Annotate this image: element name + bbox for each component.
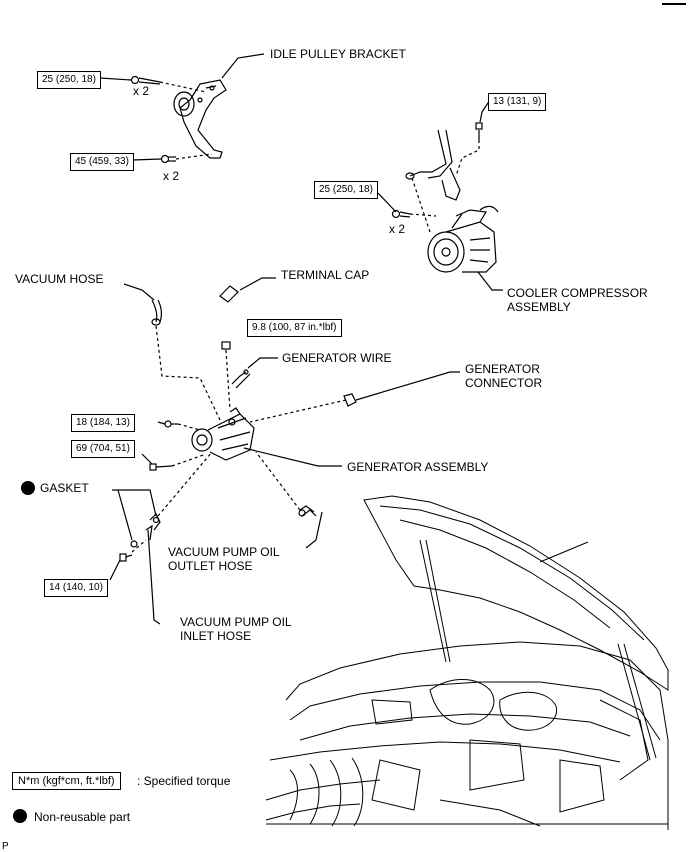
generator-wire-part bbox=[231, 369, 251, 389]
torque-box: 14 (140, 10) bbox=[44, 579, 108, 597]
label-generator-assembly: GENERATOR ASSEMBLY bbox=[347, 460, 489, 474]
quantity-label: x 2 bbox=[163, 169, 180, 183]
generator-connector-part bbox=[343, 393, 357, 407]
compressor-upper-bolt bbox=[475, 122, 483, 140]
oil-outlet-hose-part bbox=[298, 505, 317, 517]
generator-assembly-part bbox=[191, 407, 255, 461]
label-generator-connector: GENERATOR CONNECTOR bbox=[465, 362, 543, 390]
compressor-hoses bbox=[405, 129, 461, 201]
label-cooler-compressor: COOLER COMPRESSOR ASSEMBLY bbox=[507, 286, 648, 314]
label-vacuum-hose: VACUUM HOSE bbox=[15, 272, 104, 286]
quantity-label: x 2 bbox=[389, 222, 406, 236]
torque-box: 45 (459, 33) bbox=[70, 153, 134, 171]
generator-bolt-69 bbox=[149, 463, 173, 471]
vacuum-hose-part bbox=[151, 299, 162, 326]
label-gasket: GASKET bbox=[40, 481, 89, 495]
label-terminal-cap: TERMINAL CAP bbox=[281, 268, 370, 282]
terminal-nut bbox=[221, 341, 231, 350]
torque-box: 18 (184, 13) bbox=[71, 414, 135, 432]
idle-pulley-bracket-part bbox=[173, 79, 227, 159]
legend-unit-box: N*m (kgf*cm, ft.*lbf) bbox=[12, 772, 121, 790]
vehicle-engine-bay bbox=[265, 495, 669, 830]
torque-box: 69 (704, 51) bbox=[71, 440, 135, 458]
inlet-union-bolt bbox=[119, 553, 133, 562]
figure-code: P bbox=[2, 841, 9, 852]
torque-box: 25 (250, 18) bbox=[37, 71, 101, 89]
oil-inlet-hose-part bbox=[145, 512, 161, 541]
torque-box: 25 (250, 18) bbox=[314, 181, 378, 199]
torque-box: 9.8 (100, 87 in.*lbf) bbox=[247, 319, 342, 337]
compressor-bolt bbox=[391, 209, 411, 219]
torque-box: 13 (131, 9) bbox=[488, 93, 547, 111]
quantity-label: x 2 bbox=[133, 84, 150, 98]
non-reusable-dot-icon bbox=[21, 481, 35, 495]
legend-unit-text: : Specified torque bbox=[137, 774, 231, 788]
label-idle-pulley-bracket: IDLE PULLEY BRACKET bbox=[270, 47, 406, 61]
label-generator-wire: GENERATOR WIRE bbox=[282, 351, 392, 365]
gasket-part bbox=[130, 540, 138, 548]
legend-non-reusable: Non-reusable part bbox=[34, 810, 131, 824]
bracket-bolt-upper bbox=[130, 75, 161, 85]
label-vacuum-pump-oil-outlet-hose: VACUUM PUMP OIL OUTLET HOSE bbox=[168, 545, 280, 573]
cooler-compressor-part bbox=[427, 205, 499, 273]
bracket-bolt-lower bbox=[160, 154, 176, 164]
terminal-cap-part bbox=[219, 285, 239, 303]
label-vacuum-pump-oil-inlet-hose: VACUUM PUMP OIL INLET HOSE bbox=[180, 615, 292, 643]
generator-bolt-18 bbox=[164, 420, 178, 428]
non-reusable-dot-icon bbox=[13, 809, 27, 823]
